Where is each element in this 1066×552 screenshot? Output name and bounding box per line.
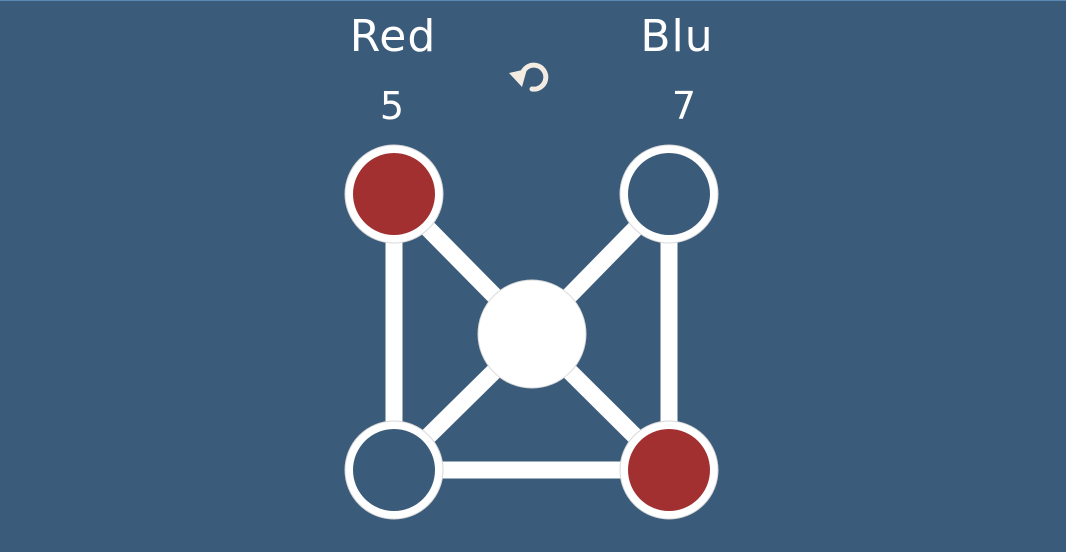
nodes-layer xyxy=(344,144,719,520)
node-fill xyxy=(353,429,435,511)
blue-player-score: 7 xyxy=(671,84,697,128)
node-fill xyxy=(353,153,435,235)
restart-icon xyxy=(509,62,549,92)
restart-button[interactable] xyxy=(500,49,566,105)
node-bottom-right[interactable] xyxy=(619,420,719,520)
node-bottom-left[interactable] xyxy=(344,420,444,520)
blue-player-name: Blu xyxy=(640,11,714,62)
node-top-left[interactable] xyxy=(344,144,444,244)
node-top-right[interactable] xyxy=(619,144,719,244)
red-player-score: 5 xyxy=(379,84,405,128)
node-fill xyxy=(628,429,710,511)
node-center[interactable] xyxy=(477,279,587,389)
node-fill xyxy=(628,153,710,235)
node-ring xyxy=(477,279,587,389)
red-player-name: Red xyxy=(349,11,437,62)
